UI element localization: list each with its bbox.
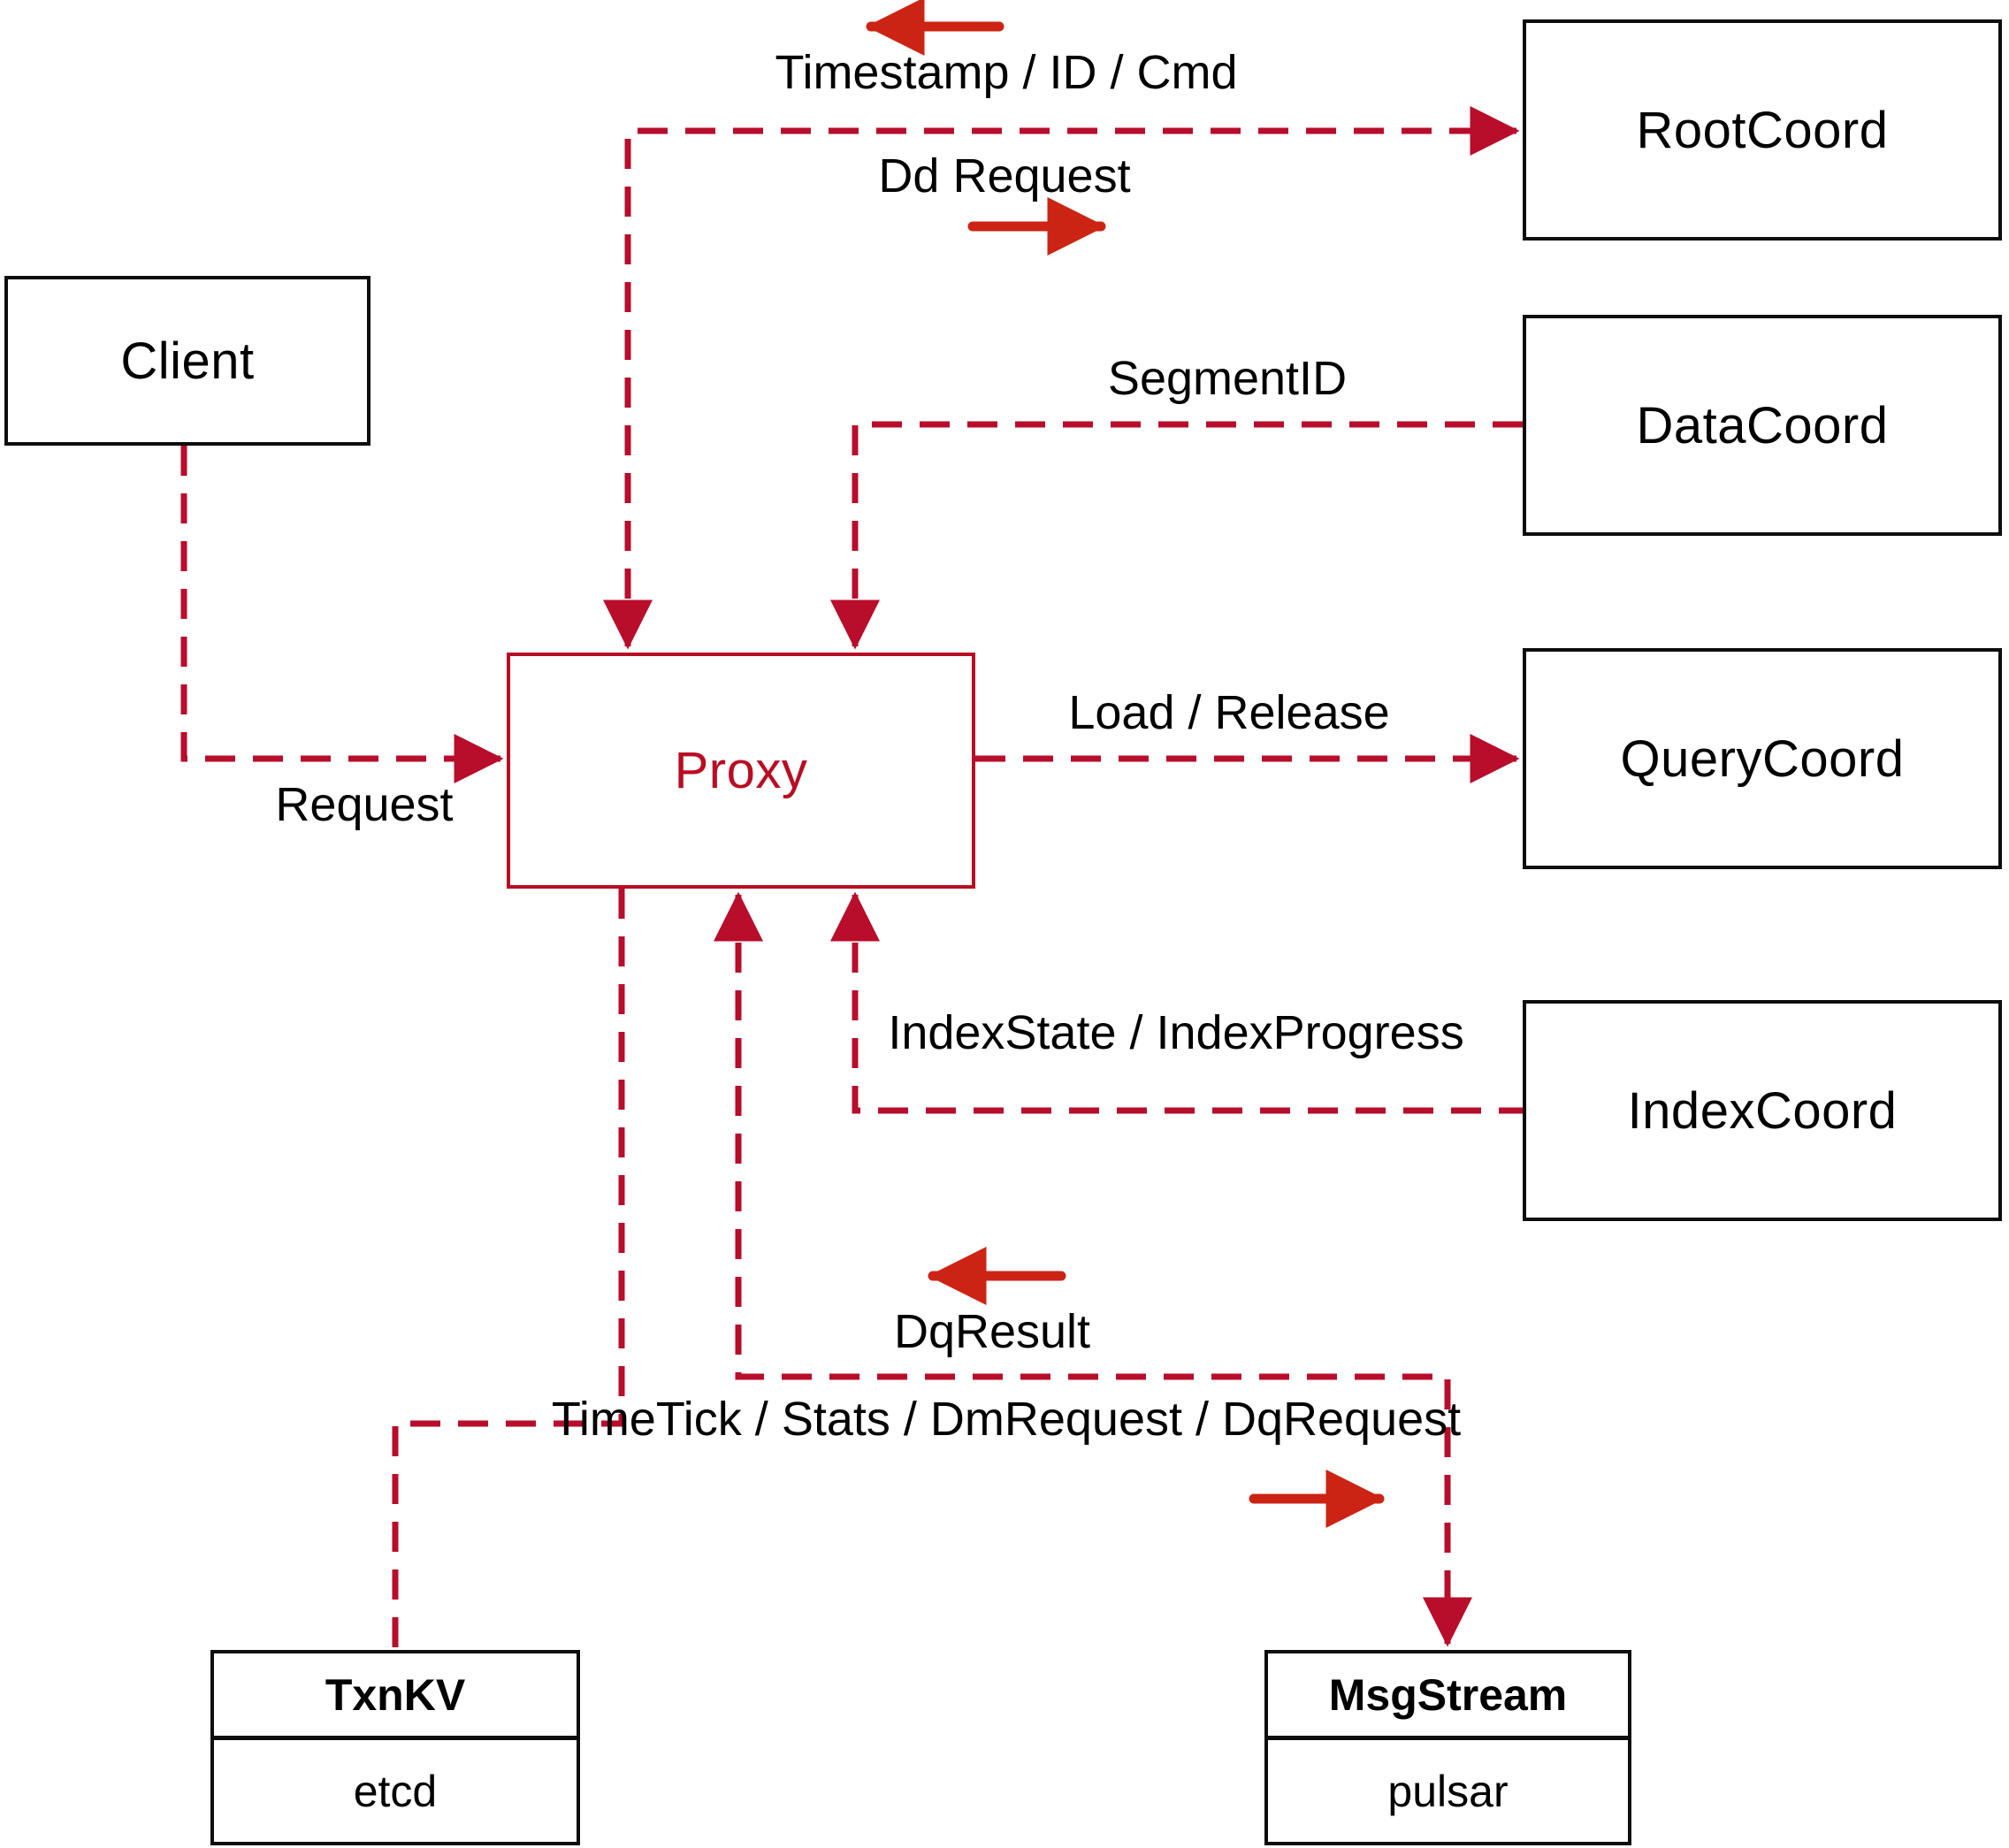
connector-datacoord-to-proxy bbox=[830, 421, 1523, 650]
msgstream-body: pulsar bbox=[1387, 1766, 1509, 1816]
edge-label-timetick: TimeTick / Stats / DmRequest / DqRequest bbox=[551, 1393, 1462, 1446]
msgstream-header: MsgStream bbox=[1268, 1653, 1628, 1740]
edge-label-segment-id: SegmentID bbox=[1107, 352, 1348, 405]
datacoord-node: DataCoord bbox=[1523, 315, 2002, 536]
msgstream-node: MsgStream pulsar bbox=[1264, 1650, 1631, 1845]
connector-proxy-msgstream bbox=[714, 891, 1472, 1647]
rootcoord-label: RootCoord bbox=[1636, 101, 1889, 159]
edge-label-request: Request bbox=[275, 778, 454, 831]
rootcoord-node: RootCoord bbox=[1523, 19, 2002, 241]
txnkv-node: TxnKV etcd bbox=[210, 1650, 580, 1845]
edge-label-load-release: Load / Release bbox=[1068, 686, 1390, 739]
indexcoord-node: IndexCoord bbox=[1523, 1000, 2002, 1221]
edge-label-dq-result: DqResult bbox=[893, 1305, 1091, 1358]
connector-indexcoord-to-proxy bbox=[830, 891, 1523, 1114]
querycoord-node: QueryCoord bbox=[1523, 648, 2002, 869]
edge-label-timestamp-id-cmd: Timestamp / ID / Cmd bbox=[775, 46, 1238, 99]
txnkv-header: TxnKV bbox=[214, 1653, 577, 1740]
client-label: Client bbox=[120, 332, 255, 390]
indexcoord-label: IndexCoord bbox=[1627, 1081, 1898, 1140]
proxy-node: Proxy bbox=[507, 653, 975, 889]
client-node: Client bbox=[4, 276, 370, 446]
connector-client-to-proxy bbox=[180, 446, 504, 783]
connector-proxy-rootcoord bbox=[603, 106, 1520, 650]
txnkv-body: etcd bbox=[353, 1766, 438, 1816]
querycoord-label: QueryCoord bbox=[1620, 729, 1905, 788]
edge-label-dd-request: Dd Request bbox=[878, 149, 1131, 202]
proxy-label: Proxy bbox=[674, 742, 808, 799]
datacoord-label: DataCoord bbox=[1636, 396, 1889, 454]
connector-proxy-txnkv bbox=[392, 889, 625, 1650]
edge-label-index-state: IndexState / IndexProgress bbox=[888, 1006, 1464, 1059]
